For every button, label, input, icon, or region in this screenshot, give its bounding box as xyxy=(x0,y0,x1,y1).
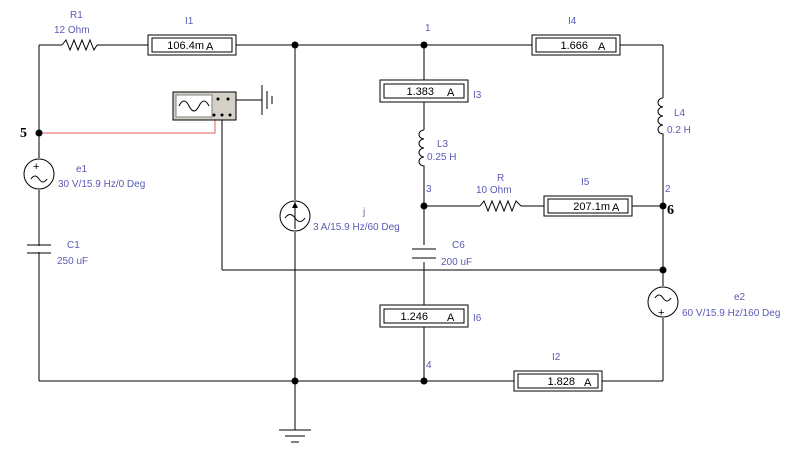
i3-unit: A xyxy=(447,87,455,99)
i1-unit: A xyxy=(206,41,214,53)
node-5-label: 5 xyxy=(20,126,27,141)
junction-dot xyxy=(420,41,428,49)
c1-name-label: C1 xyxy=(67,240,80,251)
voltage-source-e1[interactable]: + e1 30 V/15.9 Hz/0 Deg xyxy=(23,158,145,190)
i4-reading: 1.666 xyxy=(560,40,588,52)
i3-name-label: I3 xyxy=(473,90,482,101)
e1-value-label: 30 V/15.9 Hz/0 Deg xyxy=(58,179,145,190)
waveform-icon xyxy=(178,100,210,112)
i6-unit: A xyxy=(447,312,455,324)
ground-scope-icon xyxy=(261,85,273,115)
junction-dot xyxy=(291,377,299,385)
i6-reading: 1.246 xyxy=(400,311,428,323)
node-4-label: 4 xyxy=(426,360,432,371)
resistor-r[interactable]: R 10 Ohm xyxy=(476,173,522,213)
junction-dots xyxy=(35,41,667,385)
junction-dot xyxy=(420,202,428,210)
e2-name-label: e2 xyxy=(734,292,746,303)
c6-name-label: C6 xyxy=(452,240,465,251)
i2-unit: A xyxy=(584,377,592,389)
plus-sign-icon: + xyxy=(33,161,39,173)
ammeter-i3[interactable]: 1.383 A I3 xyxy=(379,79,482,103)
ground-main-icon xyxy=(279,429,311,443)
e2-value-label: 60 V/15.9 Hz/160 Deg xyxy=(682,308,780,319)
e1-name-label: e1 xyxy=(76,164,88,175)
i4-name-label: I4 xyxy=(568,16,577,27)
inductor-l3[interactable]: L3 0.25 H xyxy=(418,129,456,168)
node-6-label: 6 xyxy=(667,203,674,218)
i3-reading: 1.383 xyxy=(406,86,434,98)
r1-name-label: R1 xyxy=(70,10,83,21)
capacitor-c6[interactable]: C6 200 uF xyxy=(412,240,472,268)
i2-name-label: I2 xyxy=(552,352,561,363)
j-name-label: j xyxy=(362,207,365,218)
i5-reading: 207.1m xyxy=(573,201,610,213)
i1-name-label: I1 xyxy=(185,16,194,27)
i5-name-label: I5 xyxy=(581,177,590,188)
inductor-l4[interactable]: L4 0.2 H xyxy=(657,97,691,140)
c6-value-label: 200 uF xyxy=(441,257,472,268)
r1-value-label: 12 Ohm xyxy=(54,25,90,36)
probe-wire xyxy=(39,118,216,134)
i5-unit: A xyxy=(612,202,620,214)
capacitor-c1[interactable]: C1 250 uF xyxy=(27,240,88,267)
junction-dot xyxy=(35,129,43,137)
junction-dot xyxy=(291,41,299,49)
l4-value-label: 0.2 H xyxy=(667,125,691,136)
junction-dot xyxy=(659,202,667,210)
l3-value-label: 0.25 H xyxy=(427,152,456,163)
ammeter-i1[interactable]: 106.4m A I1 xyxy=(147,16,237,56)
i2-reading: 1.828 xyxy=(547,376,575,388)
node-1-label: 1 xyxy=(425,23,431,34)
r-name-label: R xyxy=(497,173,504,184)
wires xyxy=(38,44,664,430)
r-value-label: 10 Ohm xyxy=(476,185,512,196)
node-3-label: 3 xyxy=(426,184,432,195)
l3-name-label: L3 xyxy=(437,139,449,150)
ammeter-i4[interactable]: 1.666 A I4 xyxy=(531,16,621,56)
node-2-label: 2 xyxy=(665,184,671,195)
l4-name-label: L4 xyxy=(674,108,686,119)
ammeter-i5[interactable]: 207.1m A I5 xyxy=(543,177,633,217)
j-value-label: 3 A/15.9 Hz/60 Deg xyxy=(313,222,400,233)
junction-dot xyxy=(420,377,428,385)
i1-reading: 106.4m xyxy=(167,40,204,52)
plus-sign-icon: + xyxy=(658,307,664,319)
i4-unit: A xyxy=(598,41,606,53)
current-source-j[interactable]: j 3 A/15.9 Hz/60 Deg xyxy=(279,200,400,233)
resistor-r1[interactable]: R1 12 Ohm xyxy=(54,10,98,52)
i6-name-label: I6 xyxy=(473,313,482,324)
c1-value-label: 250 uF xyxy=(57,256,88,267)
voltage-source-e2[interactable]: + e2 60 V/15.9 Hz/160 Deg xyxy=(647,286,780,319)
ammeter-i2[interactable]: 1.828 A I2 xyxy=(513,352,603,392)
ammeter-i6[interactable]: 1.246 A I6 xyxy=(379,304,482,328)
oscilloscope[interactable] xyxy=(172,91,237,121)
junction-dot xyxy=(659,266,667,274)
